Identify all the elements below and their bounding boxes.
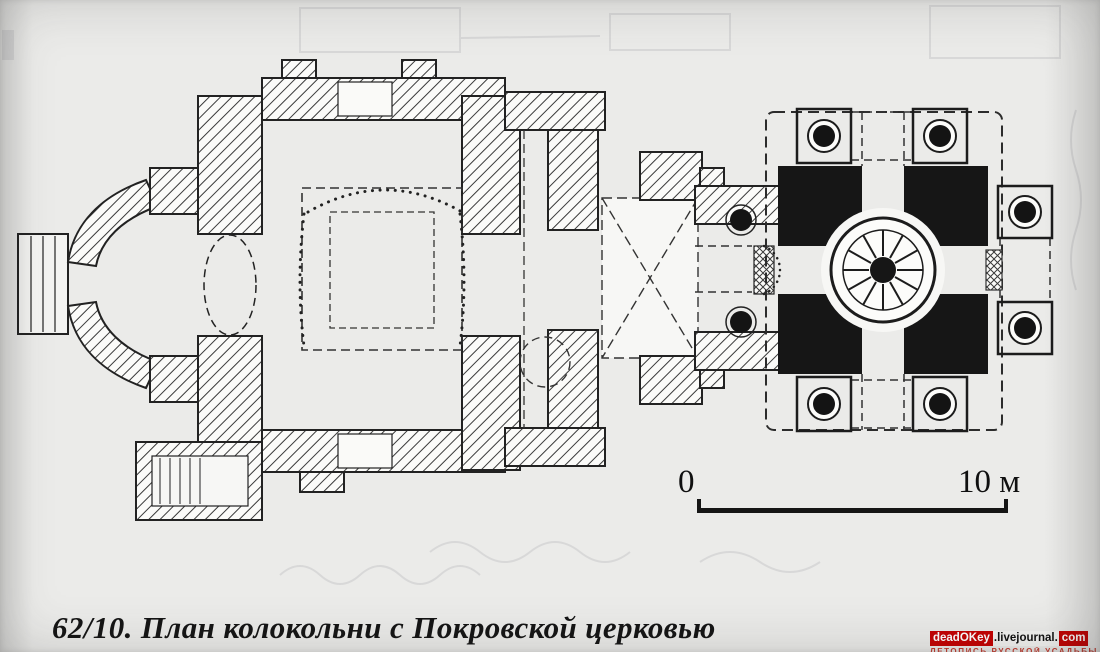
- pokrovskaya-church: [765, 107, 1054, 433]
- figure-caption: 62/10. План колокольни с Покровской церк…: [52, 610, 716, 645]
- scale-bar-right-tick: [1004, 499, 1008, 513]
- watermark: deadOKey .livejournal. com ЛЕТОПИСЬ РУСС…: [929, 631, 1098, 652]
- scale-bar: [697, 508, 1008, 513]
- west-porch: [17, 167, 257, 403]
- church-piers: [778, 166, 988, 374]
- scale-bar-zero-label: 0: [678, 464, 695, 500]
- watermark-bar: deadOKey .livejournal. com: [929, 631, 1098, 646]
- bell-tower-block: [135, 59, 521, 521]
- connecting-passage: [694, 167, 784, 389]
- watermark-site-left: deadOKey: [929, 631, 993, 646]
- central-rotunda: [829, 216, 937, 324]
- watermark-site-middle: .livejournal.: [992, 631, 1059, 646]
- bleedthrough-ghost: [2, 5, 1082, 585]
- scale-bar-ten-label: 10 м: [958, 464, 1021, 500]
- watermark-subtitle: ЛЕТОПИСЬ РУССКОЙ УСАДЬБЫ: [929, 647, 1098, 652]
- scale-bar-left-tick: [697, 499, 701, 513]
- refectory-bay: [504, 91, 703, 467]
- watermark-site-right: com: [1058, 631, 1089, 646]
- porticoes: [795, 107, 1054, 433]
- portico-columns: [807, 119, 1042, 421]
